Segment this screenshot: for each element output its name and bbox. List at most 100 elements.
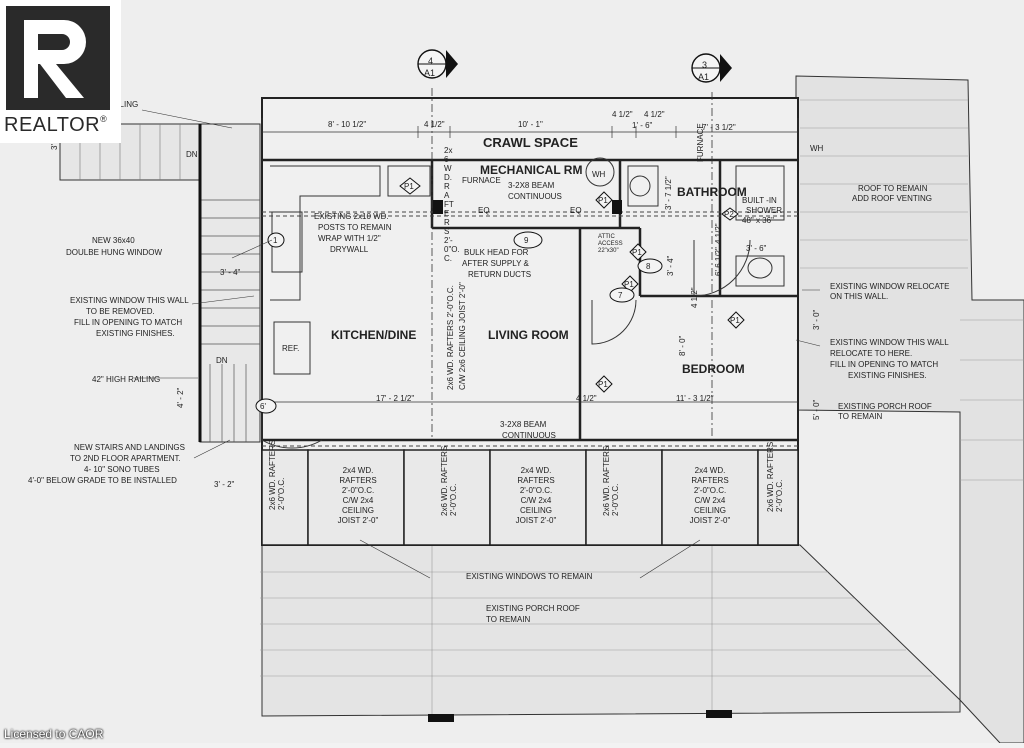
note-bulkhead-3: RETURN DUCTS [468,270,532,279]
dim-3-7: 3' - 7 1/2" [664,176,673,210]
section-3-ref: A1 [698,72,710,82]
dim-8-0: 8' - 0" [678,335,687,356]
note-furnace: FURNACE [462,176,501,185]
dim-top-5: 4 1/2" [644,110,665,119]
room-kitchen-dine: KITCHEN/DINE [331,328,417,342]
note-down-1: DN [186,150,198,159]
note-eq-2: EQ [570,206,582,215]
note-beam-2b: CONTINUOUS [502,431,556,440]
room-mechanical: MECHANICAL RM [480,163,583,177]
note-porch-right-2: TO REMAIN [838,412,883,421]
tag-p1-bedroom: P1 [598,380,608,389]
note-roof-remain-1: ROOF TO REMAIN [858,184,928,193]
note-attic-access: ATTIC ACCESS 22"x30" [598,234,623,254]
tag-p1-bedroom-2: P1 [730,316,740,325]
note-porch-bottom-2: TO REMAIN [486,615,531,624]
note-beam-1a: 3-2X8 BEAM [508,181,555,190]
realtor-r-icon [24,20,86,98]
note-porch-bottom-1: EXISTING PORCH ROOF [486,604,580,613]
room-living: LIVING ROOM [488,328,569,342]
note-stairs-4: 4'-0" BELOW GRADE TO BE INSTALLED [28,476,177,485]
note-rafters-top: 2x6 WD. RAFTERS 2'-0"O.C. [444,146,460,263]
note-porch-right-1: EXISTING PORCH ROOF [838,402,932,411]
note-side-rafters-left: 2x6 WD. RAFTERS 2'-0"O.C. [268,439,286,510]
note-roof-remain-2: ADD ROOF VENTING [852,194,933,203]
dim-3-0: 3' - 0" [812,309,821,330]
note-existing-window-4: EXISTING FINISHES. [96,329,175,338]
note-down-2: DN [216,356,228,365]
note-furnace-vertical: FURNACE [696,123,705,162]
tag-door-8: 8 [646,262,651,271]
note-existing-window-2: TO BE REMOVED. [86,307,155,316]
dim-4-1-2-d: 4 1/2" [714,223,723,244]
note-shower-2: SHOWER [746,206,782,215]
tag-p1-kitchen: P1 [404,182,414,191]
room-bathroom: BATHROOM [677,185,747,199]
note-relocate-2: ON THIS WALL. [830,292,889,301]
section-marker-3 [691,53,732,83]
note-beam-2a: 3-2X8 BEAM [500,420,547,429]
dim-4-1-2-c: 4 1/2" [690,287,699,308]
note-eq-1: EQ [478,206,490,215]
dim-3-4-bath: 3' - 4" [666,255,675,276]
note-beam-1b: CONTINUOUS [508,192,562,201]
note-existing-window-1: EXISTING WINDOW THIS WALL [70,296,189,305]
note-side-rafters-right: 2x6 WD. RAFTERS 2'-0"O.C. [766,441,784,512]
dim-top-7: 7' - 3 1/2" [702,123,736,132]
note-posts-1: EXISTING 2x10 WD. [314,212,389,221]
dim-top-2: 4 1/2" [424,120,445,129]
section-4-ref: A1 [424,68,436,78]
section-4-number: 4 [428,56,434,66]
dim-6-6: 6' 6 1/2" [714,247,723,276]
dim-5-0: 5' - 0" [812,399,821,420]
note-bulkhead-2: AFTER SUPPLY & [462,259,529,268]
note-water-heater-2: WH [810,144,824,153]
note-posts-2: POSTS TO REMAIN [318,223,392,232]
section-marker-4 [417,49,458,79]
tag-p1-closet: P1 [624,280,634,289]
tag-door-9: 9 [524,236,529,245]
note-posts-3: WRAP WITH 1/2" [318,234,381,243]
realtor-wordmark: REALTOR® [4,114,108,136]
dim-4-2: 4' - 2" [176,387,185,408]
note-stairs-3: 4- 10" SONO TUBES [84,465,160,474]
note-relocate-4: RELOCATE TO HERE. [830,349,913,358]
note-relocate-6: EXISTING FINISHES. [848,371,927,380]
tag-p1-hall: P1 [632,248,642,257]
tag-p1-mech: P1 [598,196,608,205]
note-side-rafters-2: 2x6 WD. RAFTERS 2'-0"O.C. [440,445,458,516]
note-posts-4: DRYWALL [330,245,369,254]
note-stairs-1: NEW STAIRS AND LANDINGS [74,443,185,452]
room-bedroom: BEDROOM [682,362,745,376]
section-3-number: 3 [702,60,708,70]
dim-top-1: 8' - 10 1/2" [328,120,367,129]
note-existing-windows: EXISTING WINDOWS TO REMAIN [466,572,593,581]
note-water-heater: WH [592,170,606,179]
dim-top-6: 1' - 6" [632,121,653,130]
note-stairs-2: TO 2ND FLOOR APARTMENT. [70,454,181,463]
dim-4-1-2-b: 4 1/2" [576,394,597,403]
realtor-logo-mark [6,6,110,110]
dim-3-6: 3' - 6" [746,244,767,253]
note-existing-window-3: FILL IN OPENING TO MATCH [74,318,183,327]
dim-top-3: 10' - 1" [518,120,543,129]
tag-door-6: 6' [260,402,266,411]
note-side-rafters-3: 2x6 WD. RAFTERS 2'-0"O.C. [602,445,620,516]
tag-door-1: 1 [273,236,278,245]
note-relocate-5: FILL IN OPENING TO MATCH [830,360,939,369]
note-shower-1: BUILT -IN [742,196,777,205]
note-bulkhead-1: BULK HEAD FOR [464,248,529,257]
dim-3-2: 3' - 2" [214,480,235,489]
note-rafters-living-1: 2x6 WD. RAFTERS 2'-0"O.C. [446,285,455,390]
room-crawl-space: CRAWL SPACE [483,135,578,150]
tag-p2: P2 [724,210,734,219]
dim-11-3: 11' - 3 1/2" [676,394,714,403]
note-shower-3: 48" x 36" [742,216,774,225]
note-rafters-living-2: C/W 2x6 CEILING JOIST 2'-0" [458,282,467,390]
fridge-label: REF. [282,344,300,353]
